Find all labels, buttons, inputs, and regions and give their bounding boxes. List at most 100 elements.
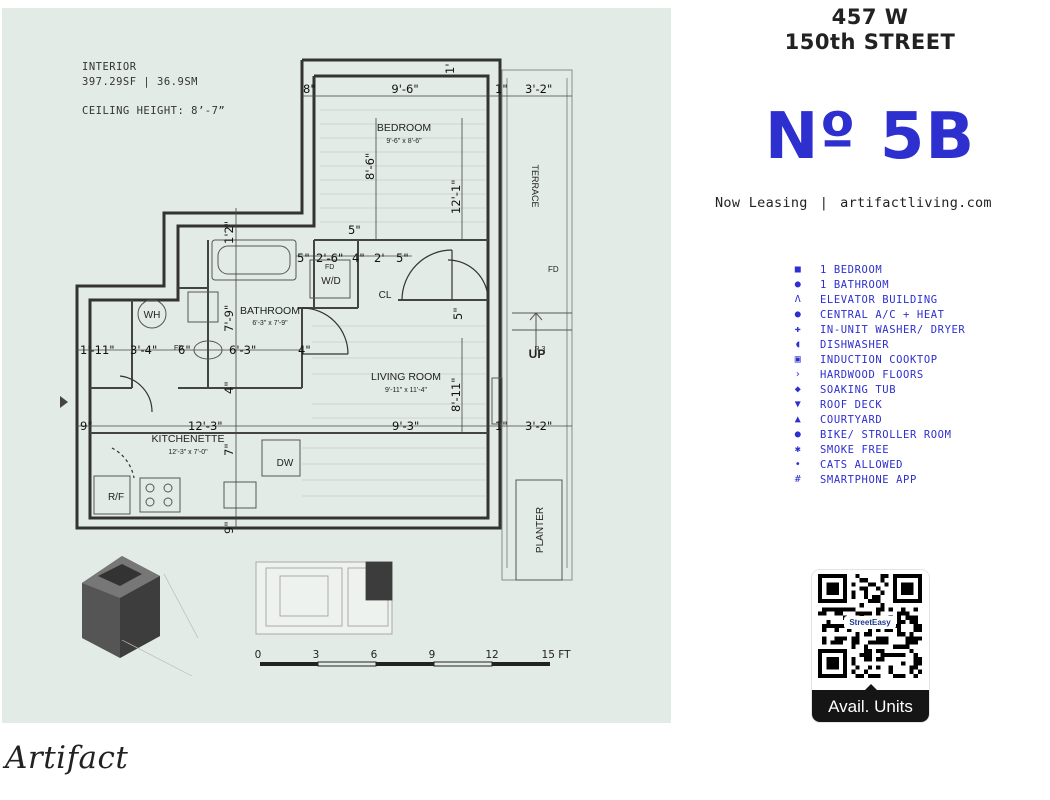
dim-6in: 6" (178, 343, 191, 357)
planter-label: PLANTER (535, 507, 546, 553)
bedroom-size: 9'-6" x 8'-6" (386, 138, 422, 145)
address-line-2: 150th STREET (784, 30, 956, 54)
scale-label-15: 15 FT (542, 649, 572, 661)
available-units-button[interactable]: Avail. Units (812, 684, 929, 722)
dim-8in: 8" (303, 82, 316, 96)
bathtub (211, 239, 297, 281)
dim-9-6: 9'-6" (391, 82, 418, 96)
leasing-line: Now Leasing|artifactliving.com (715, 195, 1045, 211)
amenity-item: ▣INDUCTION COOKTOP (792, 352, 965, 367)
sink (187, 291, 219, 323)
amenity-label: SMOKE FREE (820, 443, 890, 456)
amenity-label: 1 BEDROOM (820, 263, 883, 276)
dim-7: 7" (222, 443, 236, 456)
scale-bar (260, 661, 550, 667)
dim-2: 2' (374, 251, 384, 265)
cooktop (139, 477, 181, 513)
amenity-item: • CATS ALLOWED (792, 457, 965, 472)
hash-icon: # (794, 473, 802, 485)
dim-9in: 9" (80, 419, 93, 433)
amenity-item: ✚ IN-UNIT WASHER/ DRYER (792, 322, 965, 337)
interior-size: 397.29SF | 36.9SM (82, 76, 198, 88)
planter (515, 479, 563, 581)
dim-8-6: 8'-6" (363, 153, 377, 180)
floor-hatching (302, 95, 486, 497)
dim-3-4: 3'-4" (130, 343, 157, 357)
dim-9-3: 9'-3" (392, 419, 419, 433)
amenity-label: HARDWOOD FLOORS (820, 368, 924, 381)
bike-icon: ● (794, 428, 802, 440)
wd-label: W/D (321, 276, 340, 287)
amenity-label: ELEVATOR BUILDING (820, 293, 938, 306)
floor-drain-label: FD (548, 265, 559, 274)
amenity-item: ● BIKE/ STROLLER ROOM (792, 427, 965, 442)
living-room-size: 9'-11" x 11'-4" (385, 387, 428, 394)
entry-arrow (60, 396, 68, 408)
bathroom-label: BATHROOM (240, 305, 300, 317)
dim-5a: 5" (297, 251, 310, 265)
living-room-label: LIVING ROOM (371, 371, 441, 383)
amenity-label: SOAKING TUB (820, 383, 897, 396)
scale-label-9: 9 (429, 649, 436, 661)
amenity-item: ●CENTRAL A/C + HEAT (792, 307, 965, 322)
bucket-icon: ▼ (794, 398, 802, 410)
amenity-item: ▲COURTYARD (792, 412, 965, 427)
amenity-label: CENTRAL A/C + HEAT (820, 308, 945, 321)
amenity-label: CATS ALLOWED (820, 458, 904, 471)
amenity-label: IN-UNIT WASHER/ DRYER (820, 323, 966, 336)
dim-12-1: 12'-1" (449, 179, 463, 214)
amenity-item: ■1 BEDROOM (792, 262, 965, 277)
amenity-item: ●1 BATHROOM (792, 277, 965, 292)
leasing-status: Now Leasing (715, 195, 808, 211)
bathroom-size: 6'-3" x 7'-9" (252, 320, 288, 327)
dimension-lines (77, 95, 572, 528)
kitchenette-size: 12'-3" x 7'-0" (168, 449, 208, 456)
scale-label-12: 12 (485, 649, 498, 661)
interior-area-info: INTERIOR 397.29SF | 36.9SM CEILING HEIGH… (82, 60, 225, 119)
amenity-item: ✱ SMOKE FREE (792, 442, 965, 457)
streeteasy-badge: StreetEasy (844, 616, 896, 629)
floor-drain-label-2: FD (174, 345, 183, 352)
cooktop-icon: ▣ (794, 353, 802, 365)
interior-walls (90, 239, 488, 434)
stair-r3-label: R 3 (535, 346, 546, 353)
address: 457 W 150th STREET (760, 5, 980, 55)
triangle-icon: ▲ (794, 413, 802, 425)
amenity-item: ◆SOAKING TUB (792, 382, 965, 397)
plus-icon: ✚ (794, 323, 802, 335)
dim-12-3: 12'-3" (188, 419, 223, 433)
interior-label: INTERIOR (82, 61, 137, 73)
pet-icon: • (794, 458, 802, 470)
key-plan-thumbnail (255, 561, 393, 635)
drop-icon: ● (794, 278, 802, 290)
half-moon-icon: ◖ (794, 338, 802, 350)
amenity-label: BIKE/ STROLLER ROOM (820, 428, 952, 441)
dim-5in: 5" (348, 223, 361, 237)
terrace-label: TERRACE (530, 164, 540, 207)
qr-card[interactable]: StreetEasy Avail. Units (812, 570, 929, 722)
dim-1in-top: 1" (495, 82, 508, 96)
fixtures (93, 239, 563, 581)
dim-4-vertical: 4" (222, 381, 236, 394)
dim-9in-bottom: 9" (222, 521, 236, 534)
washer-dryer (309, 259, 351, 299)
dim-5-vertical: 5" (451, 307, 465, 320)
dw-label: DW (277, 458, 294, 469)
dim-3-2-bottom: 3'-2" (525, 419, 552, 433)
website-link[interactable]: artifactliving.com (840, 195, 992, 211)
dim-8-11: 8'-11" (449, 377, 463, 412)
scale-label-3: 3 (313, 649, 320, 661)
floor-plan-panel: BEDROOM 9'-6" x 8'-6" BATHROOM 6'-3" x 7… (2, 8, 671, 723)
fridge (93, 475, 131, 515)
door-swings (111, 249, 489, 479)
water-heater (137, 299, 167, 329)
brand-logo: Artifact (5, 740, 129, 776)
amenity-label: DISHWASHER (820, 338, 890, 351)
dim-1-11: 1'-11" (80, 343, 115, 357)
amenity-item: ◖ DISHWASHER (792, 337, 965, 352)
dim-1-vertical: 1' (443, 64, 457, 74)
floor-drain-label-3: FD (325, 264, 334, 271)
dim-5b: 5" (396, 251, 409, 265)
dim-7-9: 7'-9" (222, 305, 236, 332)
asterisk-icon: ✱ (794, 443, 802, 455)
